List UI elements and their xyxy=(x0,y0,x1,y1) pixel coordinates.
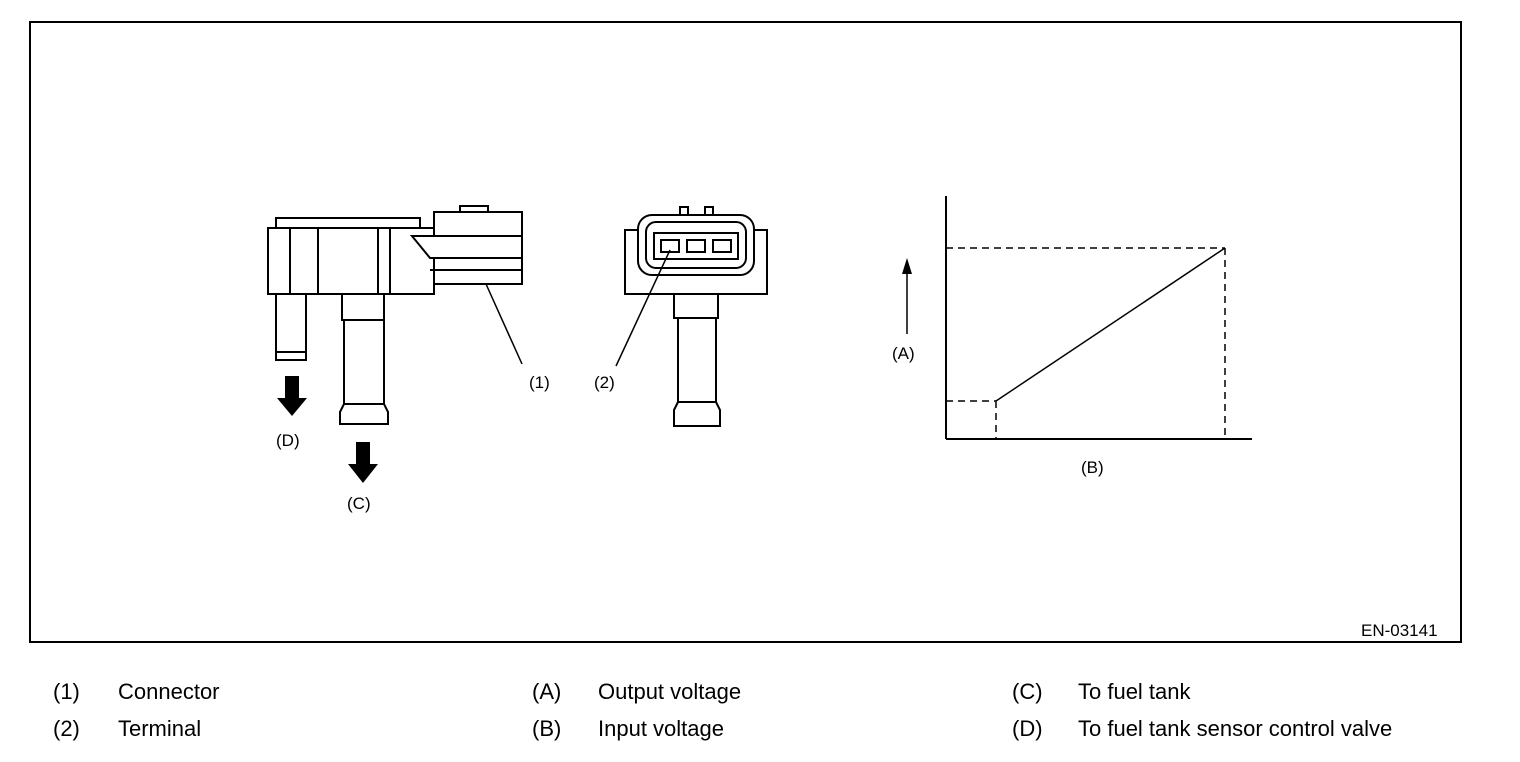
legend-text: Terminal xyxy=(118,716,202,741)
callout-connector: (1) xyxy=(529,373,550,392)
graph-output-line xyxy=(995,247,1226,402)
legend-text: Connector xyxy=(118,679,220,704)
legend-text: To fuel tank xyxy=(1078,679,1191,704)
legend-text: Input voltage xyxy=(598,716,724,741)
legend-key: (2) xyxy=(53,716,80,741)
callout-to-control-valve: (D) xyxy=(276,431,300,450)
legend-text: Output voltage xyxy=(598,679,742,704)
terminal-leader xyxy=(615,249,671,367)
figure-frame xyxy=(29,21,1462,643)
voltage-graph xyxy=(906,196,1252,440)
connector-leader xyxy=(485,283,523,365)
callout-input-voltage: (B) xyxy=(1081,458,1104,477)
output-voltage-arrow-icon xyxy=(902,258,912,274)
legend-key: (1) xyxy=(53,679,80,704)
callout-output-voltage: (A) xyxy=(892,344,915,363)
sensor-front-view xyxy=(624,206,768,427)
legend-key: (C) xyxy=(1012,679,1043,704)
legend-key: (B) xyxy=(532,716,562,741)
arrow-to-control-valve xyxy=(277,376,307,416)
callout-terminal: (2) xyxy=(594,373,615,392)
legend-text: To fuel tank sensor control valve xyxy=(1078,716,1393,741)
arrow-to-fuel-tank xyxy=(348,442,378,483)
legend-key: (D) xyxy=(1012,716,1043,741)
figure-code: EN-03141 xyxy=(1361,621,1438,640)
legend: (1) Connector (2) Terminal (A) Output vo… xyxy=(0,676,1520,756)
callout-to-fuel-tank: (C) xyxy=(347,494,371,513)
sensor-side-view xyxy=(267,205,523,425)
legend-key: (A) xyxy=(532,679,562,704)
